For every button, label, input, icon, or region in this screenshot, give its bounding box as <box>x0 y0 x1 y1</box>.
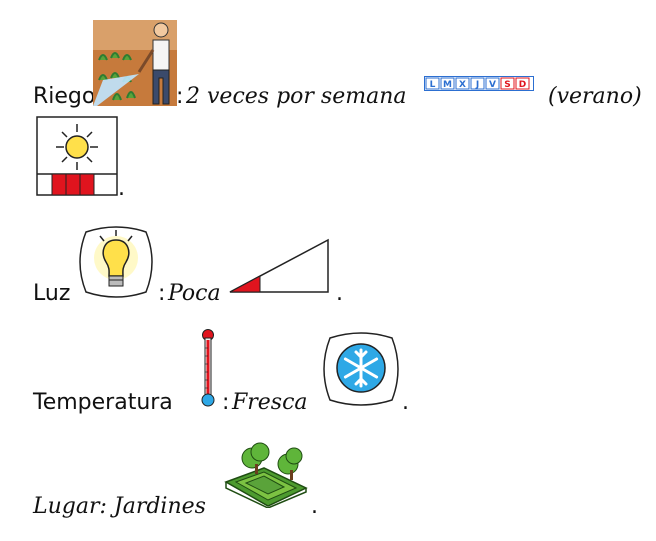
temperatura-value: Fresca <box>232 390 308 415</box>
person-watering-plants-icon <box>93 20 177 106</box>
garden-icon <box>222 442 308 509</box>
luz-value: Poca <box>168 281 221 306</box>
period-4: . <box>311 494 318 519</box>
day-v: V <box>489 80 496 90</box>
lightbulb-icon <box>76 224 156 300</box>
riego-separator: : <box>176 84 184 109</box>
thermometer-icon <box>198 328 218 408</box>
period-3: . <box>402 390 409 415</box>
day-x: X <box>459 80 466 90</box>
day-m: M <box>443 80 452 90</box>
day-d: D <box>519 80 526 90</box>
low-level-triangle-icon <box>228 238 330 294</box>
day-s: S <box>504 80 510 90</box>
day-j: J <box>475 80 479 90</box>
period-1: . <box>118 176 125 201</box>
riego-label: Riego <box>33 84 96 109</box>
riego-season: (verano) <box>548 84 642 109</box>
week-days-calendar-icon: L M X J V S D <box>424 76 534 91</box>
snowflake-icon <box>320 330 402 408</box>
riego-value: 2 veces por semana <box>186 84 407 109</box>
sun-calendar-icon <box>36 116 118 196</box>
luz-label: Luz <box>33 281 71 306</box>
day-l: L <box>430 80 436 90</box>
temperatura-label: Temperatura <box>33 390 173 415</box>
luz-separator: : <box>158 281 166 306</box>
lugar-label: Lugar: Jardines <box>33 494 206 519</box>
period-2: . <box>336 281 343 306</box>
temperatura-separator: : <box>222 390 230 415</box>
